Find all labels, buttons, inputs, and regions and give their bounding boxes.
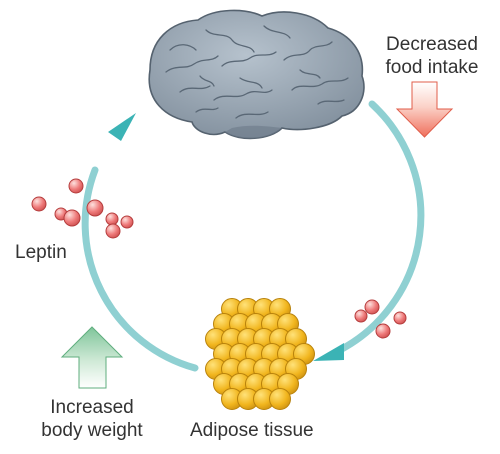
decreased-food-intake-label: Decreased food intake	[366, 33, 498, 79]
cycle-ring	[81, 100, 425, 372]
decreased-label-line2: food intake	[385, 57, 479, 78]
decreased-label-line1: Decreased	[386, 34, 478, 55]
cycle-arrowhead-bottom	[313, 343, 344, 361]
leptin-molecules-right	[354, 299, 407, 339]
cycle-arrowhead-top	[108, 113, 136, 141]
up-arrow-icon	[60, 326, 124, 389]
increased-label-line2: body weight	[41, 420, 143, 441]
increased-body-weight-label: Increased body weight	[22, 396, 162, 442]
down-arrow-icon	[395, 81, 454, 138]
adipocyte	[269, 388, 291, 410]
adipose-cluster-icon	[205, 298, 315, 410]
increased-label-line1: Increased	[50, 397, 134, 418]
adipose-tissue-label: Adipose tissue	[190, 420, 314, 441]
leptin-molecules-left	[31, 178, 134, 239]
brain-icon	[148, 9, 365, 140]
leptin-label: Leptin	[15, 242, 67, 263]
